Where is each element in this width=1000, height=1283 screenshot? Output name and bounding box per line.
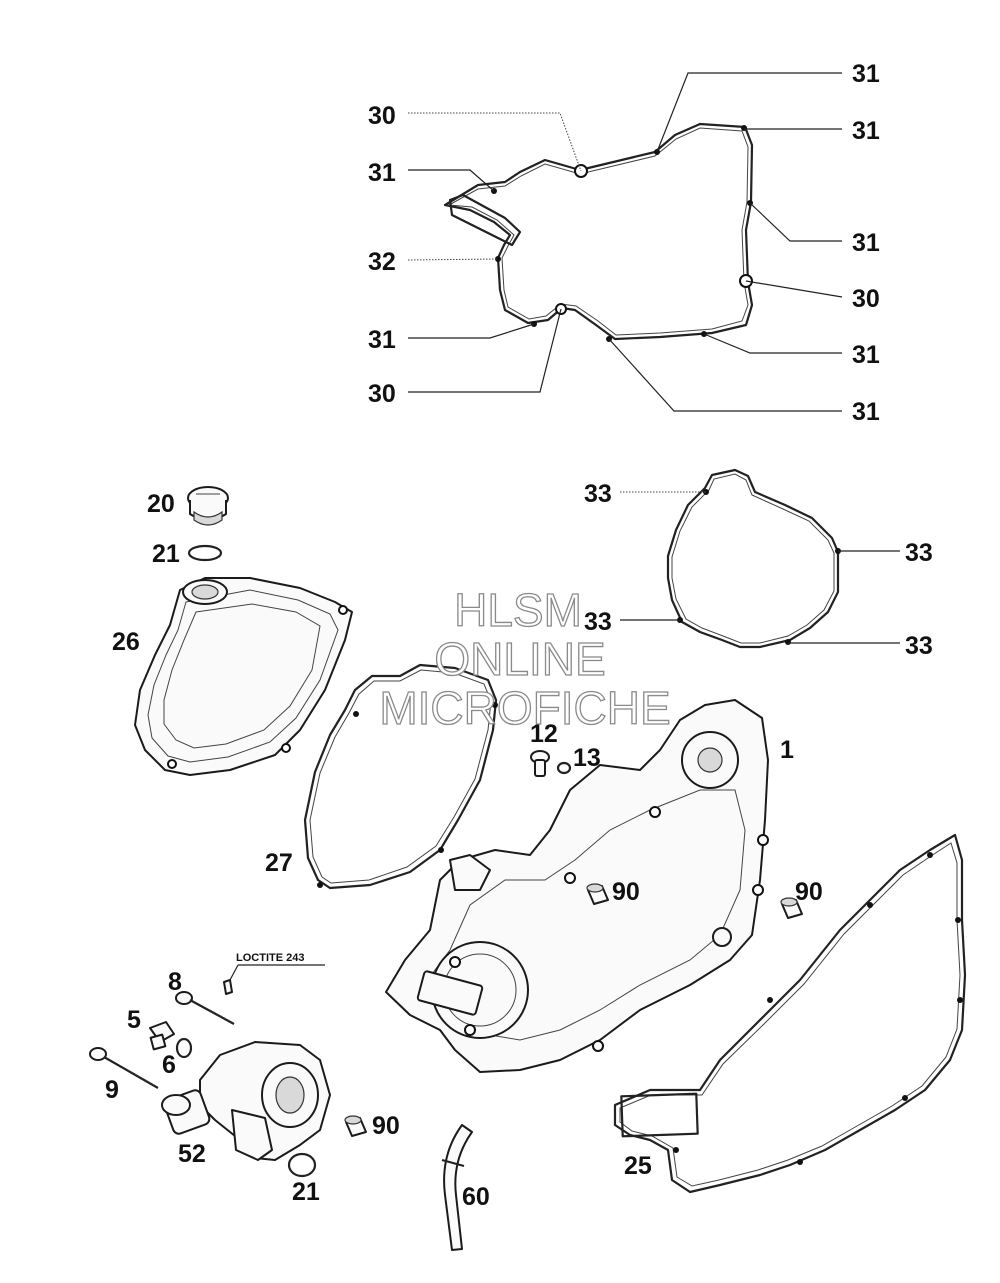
inner-clutch-cover-drawing xyxy=(385,699,769,1073)
water-pump-housing-drawing xyxy=(161,1041,331,1178)
watermark-line-2: ONLINE xyxy=(434,633,605,685)
screw-12-washer-13-drawing xyxy=(530,750,572,777)
callout-c33c: 33 xyxy=(584,608,612,636)
callout-c30b: 30 xyxy=(852,285,880,313)
callout-c32: 32 xyxy=(368,248,396,276)
callout-c6: 6 xyxy=(162,1051,176,1079)
hose-60-drawing xyxy=(441,1124,473,1251)
callout-c9: 9 xyxy=(105,1076,119,1104)
callout-c8: 8 xyxy=(168,968,182,996)
callout-c31e: 31 xyxy=(368,326,396,354)
callout-c21b: 21 xyxy=(292,1178,320,1206)
leader-lines-33 xyxy=(620,491,900,644)
callout-c33b: 33 xyxy=(905,539,933,567)
gasket-27-drawing xyxy=(303,663,498,890)
watermark: HLSM ONLINE MICROFICHE xyxy=(379,583,672,734)
leader-lines-top xyxy=(407,72,843,412)
callout-c30a: 30 xyxy=(368,102,396,130)
callout-c31b: 31 xyxy=(852,117,880,145)
clutch-cover-gasket-drawing xyxy=(443,122,754,342)
callout-c26: 26 xyxy=(112,628,140,656)
callout-c20: 20 xyxy=(147,490,175,518)
callout-c31c: 31 xyxy=(368,159,396,187)
bushings-90-drawing xyxy=(344,883,803,1137)
callout-c30c: 30 xyxy=(368,380,396,408)
oil-filler-cap-drawing xyxy=(187,486,229,562)
callout-c90c: 90 xyxy=(372,1112,400,1140)
callout-c21a: 21 xyxy=(152,540,180,568)
callout-c27: 27 xyxy=(265,849,293,877)
callout-c33a: 33 xyxy=(584,480,612,508)
loctite-note: LOCTITE 243 xyxy=(236,952,304,964)
callout-c90a: 90 xyxy=(612,878,640,906)
bushing-a xyxy=(586,883,609,905)
watermark-line-3: MICROFICHE xyxy=(379,682,670,734)
callout-c31a: 31 xyxy=(852,60,880,88)
bushing-b xyxy=(780,897,803,919)
callout-c52: 52 xyxy=(178,1140,206,1168)
bolt-8-drawing xyxy=(175,964,325,1025)
callout-c31d: 31 xyxy=(852,229,880,257)
outer-clutch-cover-drawing xyxy=(134,577,353,776)
callout-c31g: 31 xyxy=(852,398,880,426)
watermark-line-1: HLSM xyxy=(454,584,582,636)
callout-c60: 60 xyxy=(462,1183,490,1211)
bolt-9-drawing xyxy=(89,1047,159,1089)
callout-c33d: 33 xyxy=(905,632,933,660)
callout-c1: 1 xyxy=(780,736,794,764)
callout-labels: 31 30 31 31 32 31 30 31 31 30 31 33 33 33 33 20 21 26 12 13… xyxy=(105,60,933,1211)
callout-c5: 5 xyxy=(127,1006,141,1034)
fitting-5-washer-6-drawing xyxy=(149,1021,193,1059)
bushing-c xyxy=(344,1115,367,1137)
callout-c25: 25 xyxy=(624,1152,652,1180)
gasket-33-drawing xyxy=(666,468,841,649)
gasket-25-drawing xyxy=(613,833,967,1194)
callout-c12: 12 xyxy=(530,720,558,748)
callout-c13: 13 xyxy=(573,744,601,772)
callout-c90b: 90 xyxy=(795,878,823,906)
callout-c31f: 31 xyxy=(852,341,880,369)
